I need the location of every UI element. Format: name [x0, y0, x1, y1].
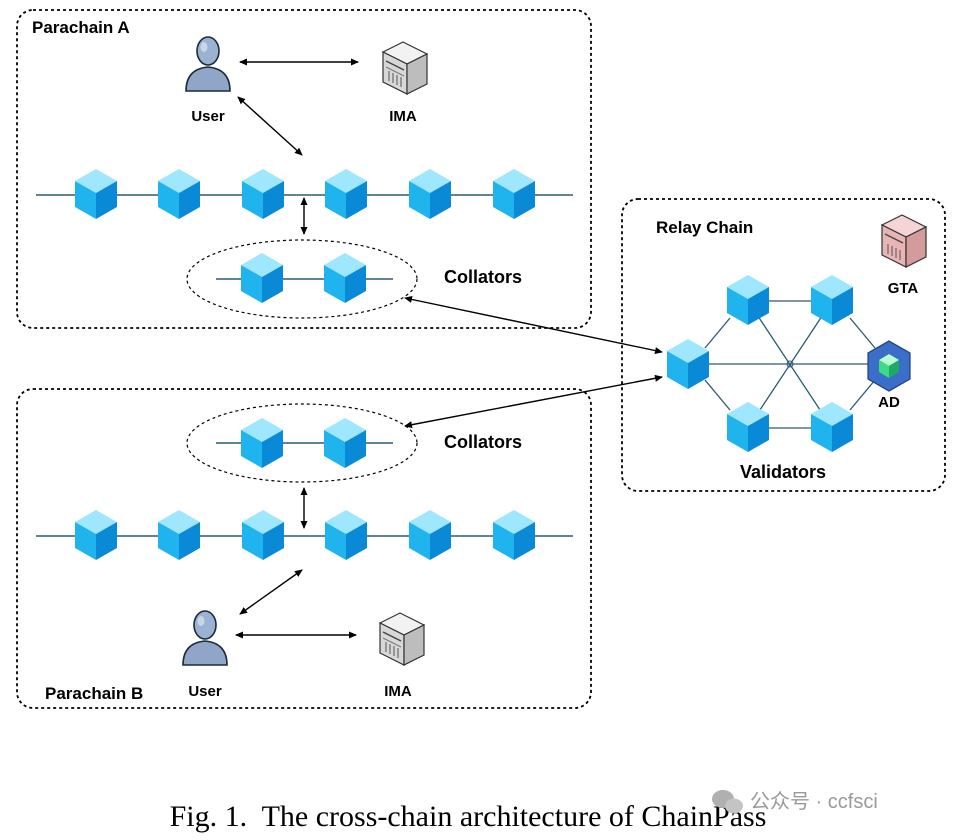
collator-block-icon	[241, 253, 283, 303]
collator-block-icon	[324, 418, 366, 468]
parachain-a-box	[16, 9, 592, 329]
collators-b-group	[186, 403, 418, 483]
ima-a-label: IMA	[389, 108, 417, 125]
block-icon	[75, 510, 117, 560]
block-icon	[242, 169, 284, 219]
block-icon	[409, 169, 451, 219]
gta-label: GTA	[888, 280, 919, 297]
block-icon	[409, 510, 451, 560]
ima-server-icon	[379, 612, 425, 666]
block-icon	[493, 510, 535, 560]
validator-block-icon	[727, 275, 769, 325]
user-b-label: User	[188, 683, 222, 700]
wechat-icon	[712, 790, 743, 814]
block-icon	[325, 169, 367, 219]
user-chain-a-arrow	[237, 96, 303, 156]
ima-server-icon	[382, 41, 428, 95]
validator-links	[688, 300, 888, 429]
validator-block-icon	[727, 402, 769, 452]
user-icon	[182, 610, 228, 666]
collators-b-relay-arrow	[404, 374, 663, 429]
collators-a-relay-arrow	[404, 296, 663, 354]
validator-block-icon	[811, 275, 853, 325]
collators-b-label: Collators	[444, 432, 522, 452]
user-chain-b-arrow	[239, 569, 303, 615]
validator-block-icon	[667, 339, 709, 389]
block-icon	[158, 510, 200, 560]
ima-b-label: IMA	[384, 683, 412, 700]
watermark: 公众号 · ccfsci	[750, 790, 878, 813]
figure-caption: Fig. 1. The cross-chain architecture of …	[170, 800, 767, 833]
user-icon	[185, 36, 231, 92]
gta-server-icon	[880, 214, 928, 268]
collators-a-label: Collators	[444, 267, 522, 287]
validator-block-icon	[811, 402, 853, 452]
parachain-a-title: Parachain A	[32, 18, 130, 37]
block-icon	[75, 169, 117, 219]
collator-block-icon	[324, 253, 366, 303]
block-icon	[158, 169, 200, 219]
block-icon	[493, 169, 535, 219]
parachain-b-title: Parachain B	[45, 684, 143, 703]
collators-a-group	[186, 239, 418, 319]
parachain-b-box	[16, 388, 592, 709]
ad-label: AD	[878, 394, 900, 411]
validators-label: Validators	[740, 462, 826, 482]
block-icon	[242, 510, 284, 560]
collator-block-icon	[241, 418, 283, 468]
ad-hexagon-icon	[867, 340, 911, 392]
relay-chain-title: Relay Chain	[656, 218, 753, 237]
block-icon	[325, 510, 367, 560]
user-a-label: User	[191, 108, 225, 125]
